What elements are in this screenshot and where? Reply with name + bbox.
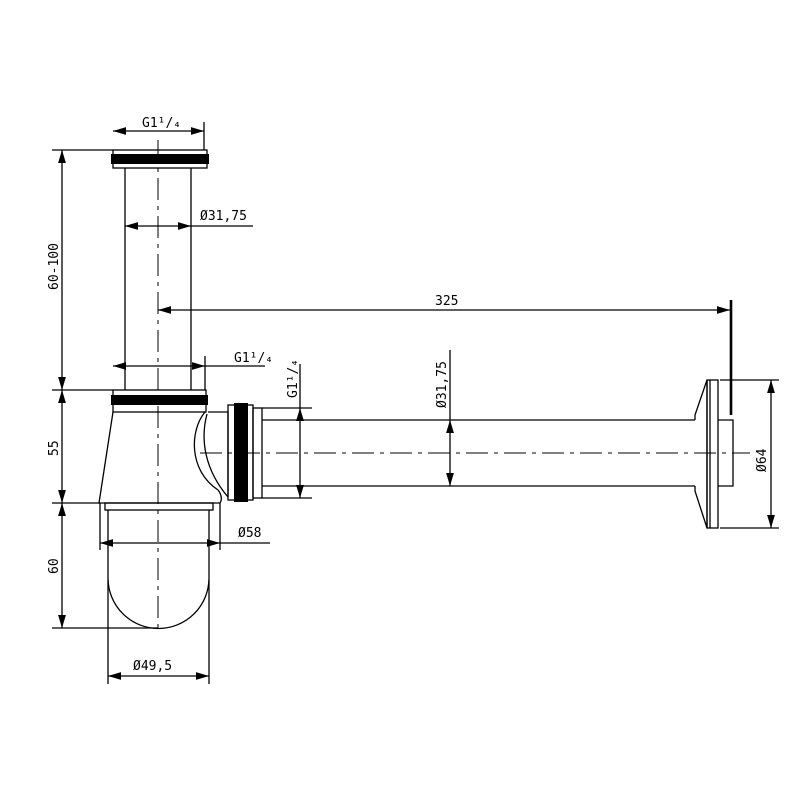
body-nut bbox=[111, 389, 208, 413]
label-wall-flange-diameter: Ø64 bbox=[755, 448, 770, 472]
bottom-cup bbox=[104, 502, 214, 630]
dim-body-thread: G1¹/₄ bbox=[113, 351, 273, 390]
label-outlet-length: 325 bbox=[435, 294, 458, 309]
label-cup-height: 60 bbox=[47, 558, 62, 574]
dim-left-heights: 60-100 55 60 bbox=[47, 149, 158, 629]
dim-outlet-length: 325 bbox=[158, 294, 733, 415]
dim-outlet-thread: G1¹/₄ bbox=[262, 359, 312, 499]
label-cup-diameter: Ø49,5 bbox=[133, 659, 172, 674]
outlet-tube bbox=[262, 419, 695, 487]
label-outlet-tube-diameter: Ø31,75 bbox=[435, 361, 450, 408]
dim-cup-diameter: Ø49,5 bbox=[107, 580, 210, 684]
label-body-diameter: Ø58 bbox=[238, 526, 261, 541]
dim-outlet-tube-diameter: Ø31,75 bbox=[435, 350, 454, 486]
label-height-adjust: 60-100 bbox=[47, 243, 62, 290]
outlet-nut bbox=[227, 403, 263, 502]
label-body-height: 55 bbox=[47, 440, 62, 456]
dim-wall-flange-diameter: Ø64 bbox=[720, 379, 779, 529]
wall-flange bbox=[694, 379, 734, 529]
dim-top-tube-diameter: Ø31,75 bbox=[125, 209, 253, 230]
label-outlet-thread: G1¹/₄ bbox=[286, 359, 301, 398]
dim-body-diameter: Ø58 bbox=[99, 503, 270, 550]
top-tube bbox=[124, 168, 192, 390]
label-top-tube-diameter: Ø31,75 bbox=[200, 209, 247, 224]
top-cap-nut bbox=[111, 149, 209, 169]
label-body-thread: G1¹/₄ bbox=[234, 351, 273, 366]
dim-top-thread: G1¹/₄ bbox=[113, 116, 205, 150]
label-top-thread: G1¹/₄ bbox=[142, 116, 181, 131]
trap-body bbox=[98, 411, 229, 504]
